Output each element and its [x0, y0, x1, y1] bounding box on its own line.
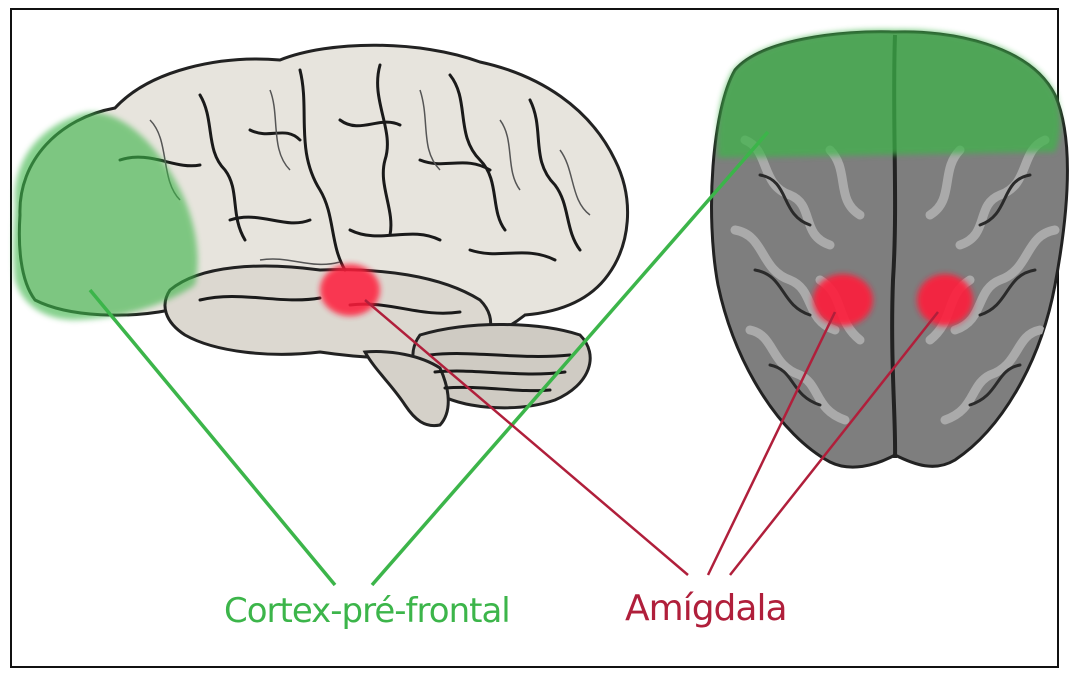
- amygdala-highlight-top-left: [813, 274, 873, 326]
- amygdala-label: Amígdala: [625, 588, 787, 629]
- amygdala-highlight-top-right: [917, 274, 973, 326]
- prefrontal-cortex-label: Cortex-pré-frontal: [224, 591, 510, 631]
- amygdala-highlight-side: [320, 264, 380, 316]
- prefrontal-cortex-highlight-top: [717, 30, 1060, 158]
